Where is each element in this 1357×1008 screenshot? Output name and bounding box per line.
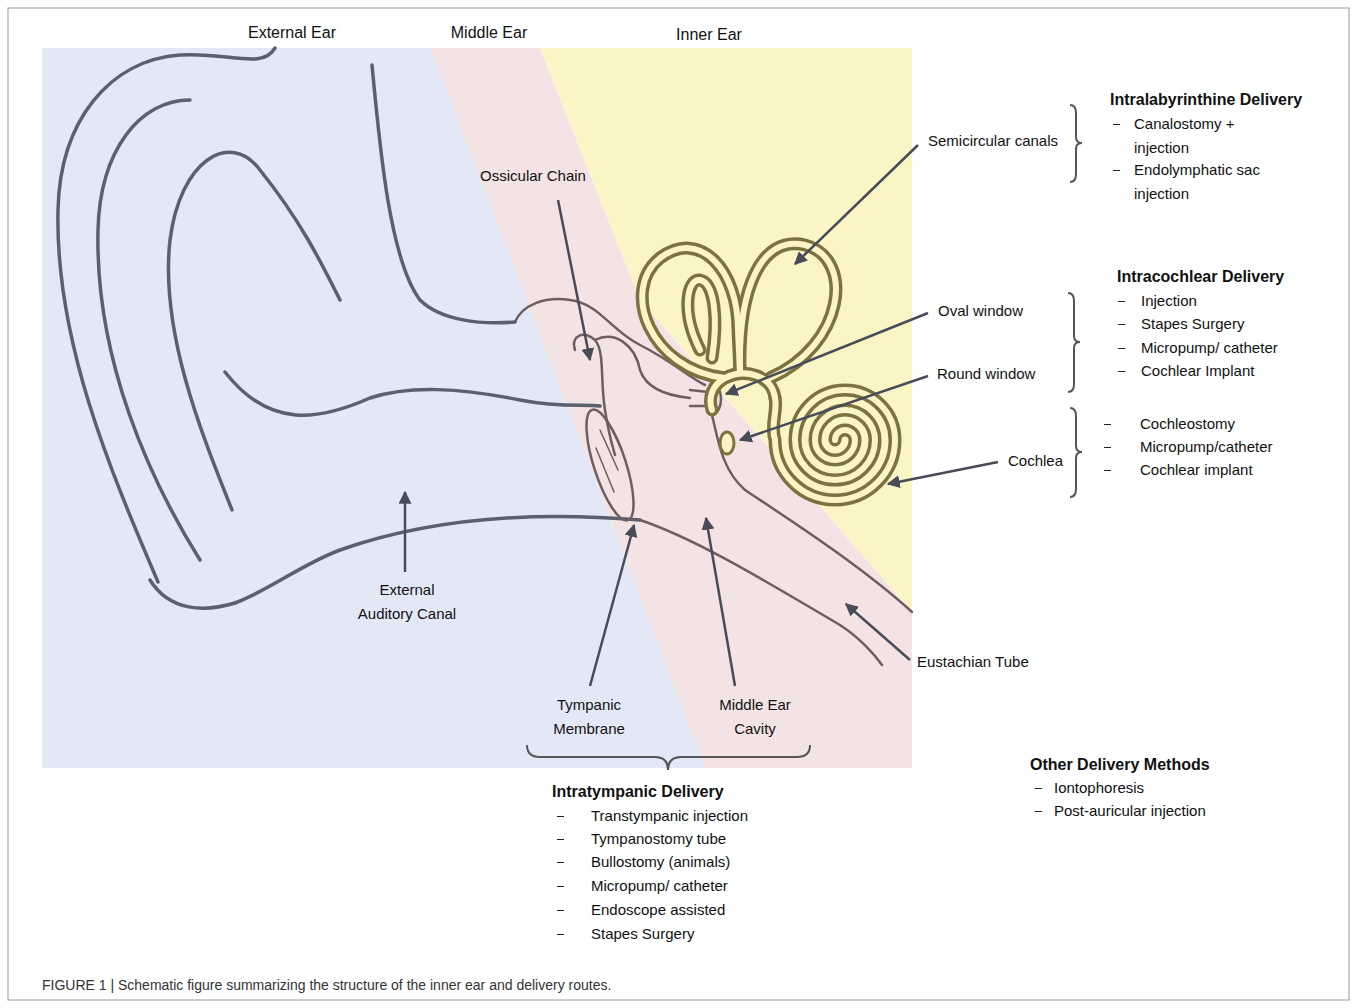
curly-brace [1070, 105, 1082, 182]
list-item: Endoscope assisted [591, 898, 725, 922]
labyrinth-outer [642, 244, 895, 500]
incus-shape [595, 337, 690, 398]
part-label: Ossicular Chain [463, 164, 603, 188]
leader-line [404, 492, 407, 572]
figure-frame [8, 8, 1349, 1000]
leader-line [590, 525, 634, 686]
pinna-outline [58, 48, 640, 608]
list-item: Post-auricular injection [1054, 799, 1206, 823]
canal-lower-wall [235, 517, 640, 603]
malleus-shape [574, 335, 615, 455]
list-item: Micropump/ catheter [1141, 336, 1278, 360]
bullet-dash [557, 862, 564, 863]
list-item: Transtympanic injection [591, 804, 748, 828]
eustachian-lower-wall [640, 520, 882, 665]
leader-line [740, 376, 928, 440]
bullet-dash [557, 934, 564, 935]
inner-helix-line [98, 100, 200, 560]
bullet-dash [1118, 371, 1125, 372]
region-label: Inner Ear [649, 23, 769, 47]
bullet-dash [557, 910, 564, 911]
list-item: Micropump/catheter [1140, 435, 1273, 459]
list-item: Canalostomy + injection [1134, 112, 1249, 159]
inner-ear-band [540, 48, 912, 612]
part-label: External Auditory Canal [351, 578, 463, 625]
bullet-dash [1035, 788, 1042, 789]
round-window-shape [720, 432, 734, 454]
leader-lines [405, 145, 998, 686]
bullet-dash [1118, 301, 1125, 302]
part-label: Middle Ear Cavity [710, 693, 800, 740]
part-label: Round window [937, 362, 1035, 386]
bullet-dash [1104, 447, 1111, 448]
braces [527, 105, 1082, 770]
list-item: Bullostomy (animals) [591, 850, 730, 874]
helix-line [58, 48, 275, 582]
antihelix-line [168, 152, 340, 510]
tympanic-membrane-shape [577, 405, 643, 525]
list-item: Micropump/ catheter [591, 874, 728, 898]
curly-brace [1070, 408, 1082, 497]
bullet-dash [1035, 811, 1042, 812]
concha-line [372, 65, 515, 323]
leader-line [726, 313, 928, 394]
bullet-dash [1113, 124, 1120, 125]
bullet-dash [557, 886, 564, 887]
leader-line [846, 604, 910, 660]
part-label: Tympanic Membrane [544, 693, 634, 740]
labyrinth-inner [642, 244, 895, 500]
part-label: Cochlea [1008, 449, 1063, 473]
figure-caption: FIGURE 1 | Schematic figure summarizing … [42, 975, 611, 995]
group-heading: Other Delivery Methods [1030, 753, 1210, 777]
list-item: Endolymphatic sac injection [1134, 158, 1274, 205]
list-item: Tympanostomy tube [591, 827, 726, 851]
bullet-dash [557, 839, 564, 840]
part-label: Semicircular canals [928, 129, 1058, 153]
leader-line [888, 462, 998, 484]
list-item: Iontophoresis [1054, 776, 1144, 800]
list-item: Stapes Surgery [591, 922, 694, 946]
list-item: Cochlear Implant [1141, 359, 1254, 383]
region-label: External Ear [217, 21, 367, 45]
bullet-dash [1113, 170, 1120, 171]
canal-upper-wall [225, 372, 600, 415]
curly-brace [1068, 293, 1080, 392]
leader-line [795, 145, 918, 264]
region-label: Middle Ear [424, 21, 554, 45]
list-item: Injection [1141, 289, 1197, 313]
list-item: Cochlear implant [1140, 458, 1253, 482]
lobule-line [150, 580, 235, 608]
bullet-dash [1104, 424, 1111, 425]
bullet-dash [1118, 348, 1125, 349]
cavity-roof [515, 299, 705, 385]
group-heading: Intracochlear Delivery [1117, 265, 1284, 289]
group-heading: Intralabyrinthine Delivery [1110, 88, 1302, 112]
leader-line [706, 518, 735, 686]
part-label: Oval window [938, 299, 1023, 323]
curly-brace [527, 745, 810, 770]
list-item: Cochleostomy [1140, 412, 1235, 436]
group-heading: Intratympanic Delivery [552, 780, 724, 804]
bullet-dash [557, 816, 564, 817]
bullet-dash [1118, 324, 1125, 325]
leader-line [558, 200, 590, 360]
list-item: Stapes Surgery [1141, 312, 1244, 336]
middle-ear-band [430, 48, 912, 768]
part-label: Eustachian Tube [917, 650, 1029, 674]
bullet-dash [1104, 470, 1111, 471]
